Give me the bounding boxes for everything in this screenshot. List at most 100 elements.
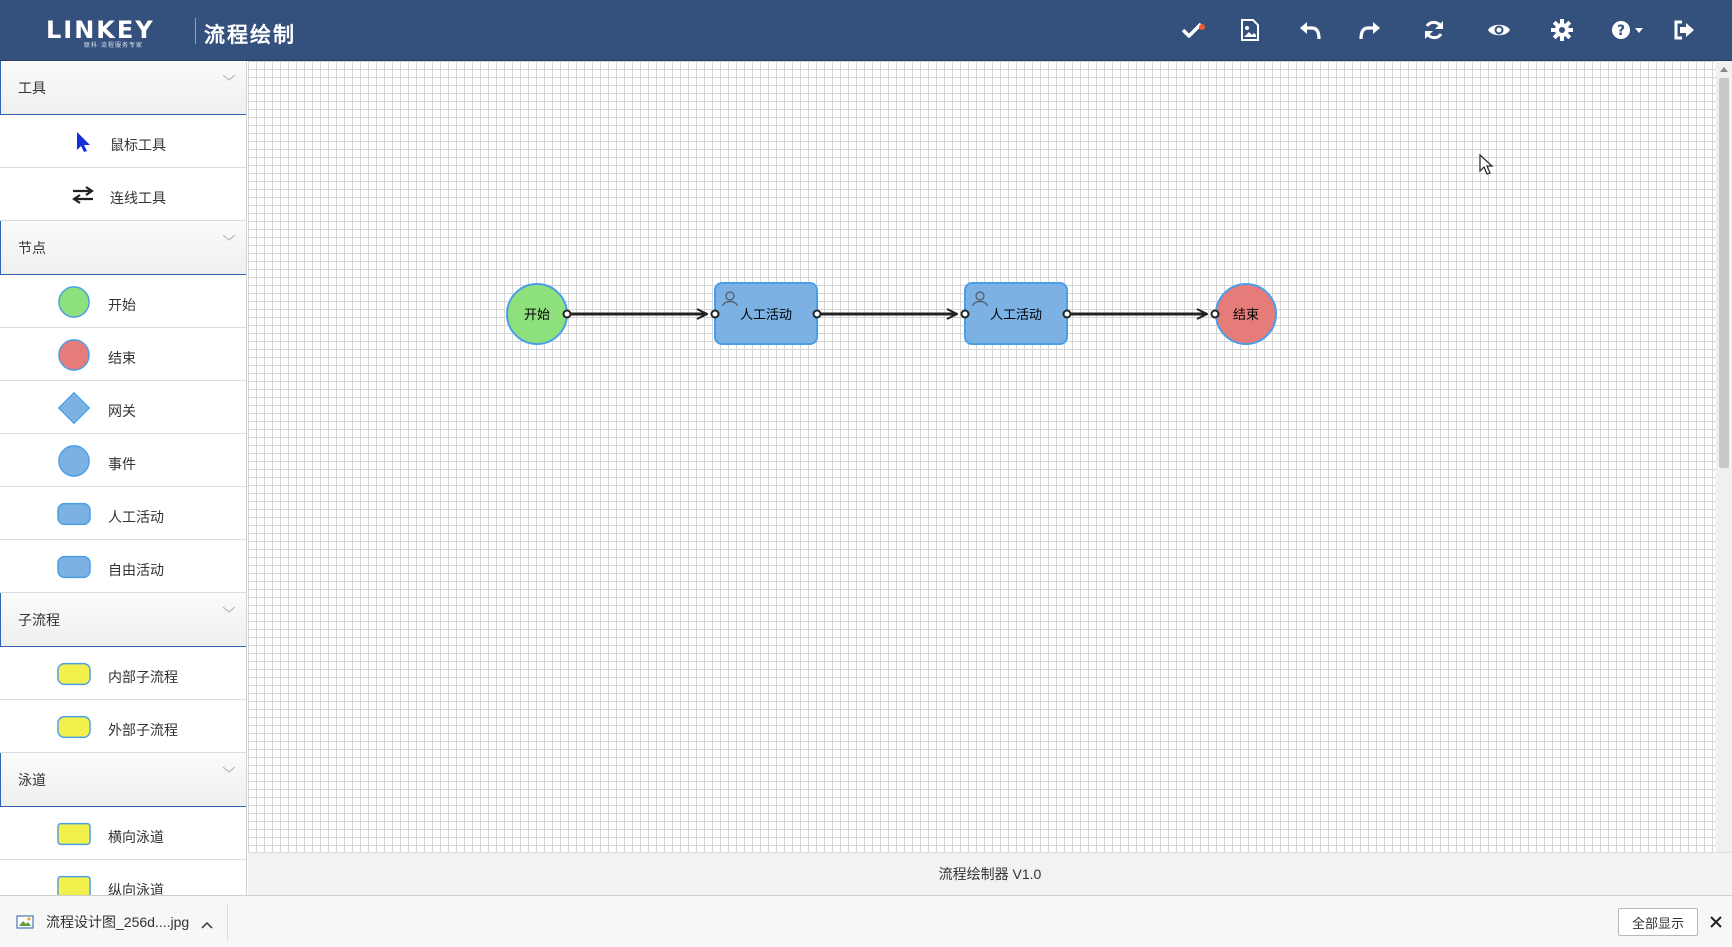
palette-label: 外部子流程 xyxy=(108,722,178,738)
tool-mouse[interactable]: 鼠标工具 xyxy=(0,115,246,168)
unsaved-indicator-dot xyxy=(1199,24,1205,30)
tool-connector[interactable]: 连线工具 xyxy=(0,168,246,221)
port-in[interactable] xyxy=(960,309,970,319)
save-check-button[interactable] xyxy=(1176,14,1208,46)
logo-brand: LINKEY xyxy=(46,16,155,44)
logout-button[interactable] xyxy=(1668,14,1700,46)
palette-item-external-subflow[interactable]: 外部子流程 xyxy=(0,700,246,753)
gateway-diamond-icon xyxy=(57,391,91,425)
scroll-up-arrow-icon[interactable] xyxy=(1720,67,1728,72)
node-label: 结束 xyxy=(1233,307,1259,322)
vertical-lane-icon xyxy=(57,870,91,895)
palette-label: 人工活动 xyxy=(108,509,164,525)
node-end[interactable]: 结束 xyxy=(1210,283,1277,345)
manual-activity-icon xyxy=(57,497,91,531)
diagram-canvas[interactable]: 开始 人工活动 人工活动 结 xyxy=(248,61,1716,852)
palette-label: 横向泳道 xyxy=(108,829,164,845)
free-activity-icon xyxy=(57,550,91,584)
refresh-icon xyxy=(1423,19,1445,41)
check-icon xyxy=(1181,21,1203,39)
chevron-down-icon xyxy=(222,761,236,777)
node-manual-activity-2[interactable]: 人工活动 xyxy=(960,282,1072,345)
show-all-downloads-button[interactable]: 全部显示 xyxy=(1618,908,1698,936)
section-title: 泳道 xyxy=(18,771,46,788)
palette-item-start[interactable]: 开始 xyxy=(0,275,246,328)
palette-item-internal-subflow[interactable]: 内部子流程 xyxy=(0,647,246,700)
download-item[interactable]: 流程设计图_256d....jpg xyxy=(10,904,228,940)
event-circle-icon xyxy=(57,444,91,478)
palette-item-gateway[interactable]: 网关 xyxy=(0,381,246,434)
palette-sidebar: 工具 鼠标工具 连线工具 节点 开始 结束 网关 事件 人工活动 自由活动 子流… xyxy=(0,61,247,895)
help-menu-button[interactable]: ? xyxy=(1606,14,1650,46)
internal-subflow-icon xyxy=(57,657,91,691)
node-label: 人工活动 xyxy=(740,307,792,322)
port-in[interactable] xyxy=(710,309,720,319)
app-header: LINKEY 联科·流程服务专家 流程绘制 xyxy=(0,0,1732,61)
palette-label: 结束 xyxy=(108,350,136,366)
section-nodes-header[interactable]: 节点 xyxy=(0,221,246,275)
scrollbar-thumb[interactable] xyxy=(1719,78,1729,468)
redo-button[interactable] xyxy=(1354,14,1386,46)
section-lanes-header[interactable]: 泳道 xyxy=(0,753,246,807)
svg-text:?: ? xyxy=(1617,23,1625,39)
image-file-icon xyxy=(16,914,34,930)
vertical-scrollbar[interactable] xyxy=(1716,61,1732,852)
palette-item-end[interactable]: 结束 xyxy=(0,328,246,381)
section-subflow-header[interactable]: 子流程 xyxy=(0,593,246,647)
palette-item-vertical-lane[interactable]: 纵向泳道 xyxy=(0,860,246,895)
palette-label: 自由活动 xyxy=(108,562,164,578)
undo-button[interactable] xyxy=(1294,14,1326,46)
refresh-button[interactable] xyxy=(1418,14,1450,46)
port-out[interactable] xyxy=(812,309,822,319)
chevron-up-icon[interactable] xyxy=(201,916,213,932)
palette-label: 网关 xyxy=(108,403,136,419)
header-divider xyxy=(195,18,196,44)
port-in[interactable] xyxy=(1210,309,1220,319)
user-icon xyxy=(722,291,738,307)
external-subflow-icon xyxy=(57,710,91,744)
horizontal-lane-icon xyxy=(57,817,91,851)
port-out[interactable] xyxy=(1062,309,1072,319)
app-title: 流程绘制 xyxy=(204,23,296,47)
redo-icon xyxy=(1358,19,1382,41)
tool-label: 鼠标工具 xyxy=(110,137,166,153)
start-circle-icon xyxy=(57,285,91,319)
palette-item-event[interactable]: 事件 xyxy=(0,434,246,487)
linkey-logo: LINKEY 联科·流程服务专家 xyxy=(46,18,155,50)
node-label: 人工活动 xyxy=(990,307,1042,322)
palette-item-free-activity[interactable]: 自由活动 xyxy=(0,540,246,593)
undo-icon xyxy=(1298,19,1322,41)
eye-icon xyxy=(1487,22,1511,38)
logo-tagline: 联科·流程服务专家 xyxy=(84,43,143,49)
download-bar: 流程设计图_256d....jpg 全部显示 xyxy=(0,895,1732,947)
section-tools-header[interactable]: 工具 xyxy=(0,61,246,115)
user-icon xyxy=(972,291,988,307)
port-out[interactable] xyxy=(562,309,572,319)
node-label: 开始 xyxy=(524,307,550,322)
chevron-down-icon xyxy=(222,69,236,85)
diagram-svg: 开始 人工活动 人工活动 结 xyxy=(506,153,1494,345)
palette-label: 纵向泳道 xyxy=(108,882,164,895)
settings-button[interactable] xyxy=(1546,14,1578,46)
section-title: 节点 xyxy=(18,239,46,256)
node-manual-activity-1[interactable]: 人工活动 xyxy=(710,282,822,345)
help-icon: ? xyxy=(1611,19,1645,41)
palette-label: 开始 xyxy=(108,297,136,313)
palette-label: 内部子流程 xyxy=(108,669,178,685)
palette-item-horizontal-lane[interactable]: 横向泳道 xyxy=(0,807,246,860)
toolbar: ? xyxy=(0,14,1732,46)
app-footer: 流程绘制器 V1.0 xyxy=(248,852,1732,895)
tool-label: 连线工具 xyxy=(110,190,166,206)
palette-item-manual-activity[interactable]: 人工活动 xyxy=(0,487,246,540)
section-title: 工具 xyxy=(18,79,46,96)
section-title: 子流程 xyxy=(18,611,60,628)
preview-button[interactable] xyxy=(1483,14,1515,46)
chevron-down-icon xyxy=(222,229,236,245)
node-start[interactable]: 开始 xyxy=(506,283,572,345)
connector-icon xyxy=(66,178,100,212)
close-icon[interactable] xyxy=(1706,912,1726,932)
image-icon xyxy=(1240,19,1260,41)
end-circle-icon xyxy=(57,338,91,372)
export-image-button[interactable] xyxy=(1234,14,1266,46)
chevron-down-icon xyxy=(222,601,236,617)
